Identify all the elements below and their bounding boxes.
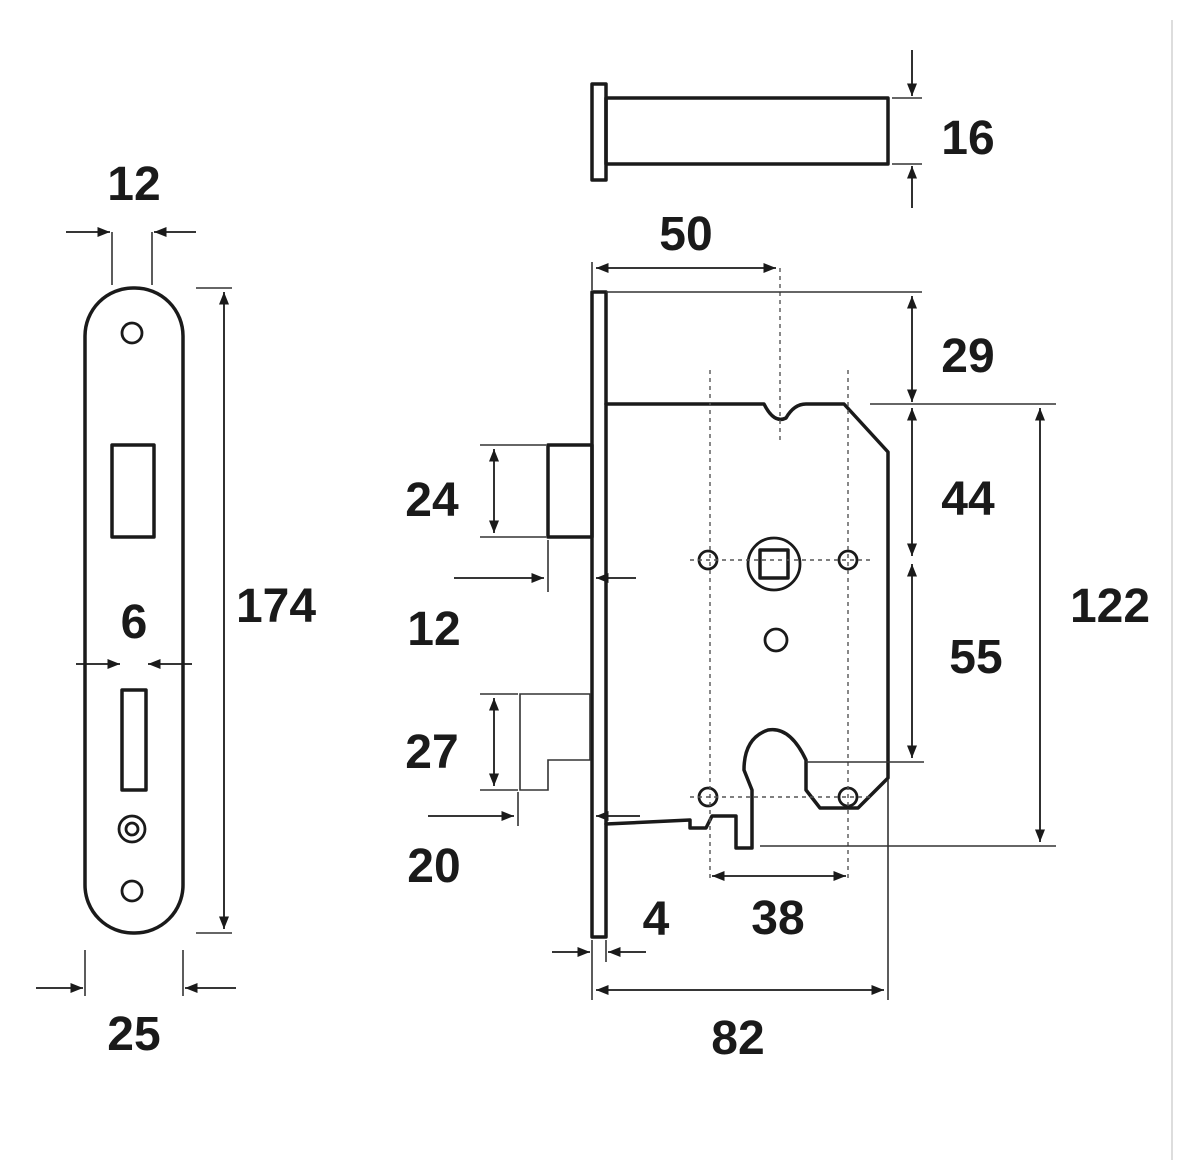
dim-case-depth: 82 xyxy=(711,1012,764,1065)
faceplate-bolt-opening xyxy=(120,688,148,792)
dim-fixing-spacing: 38 xyxy=(751,892,804,945)
faceplate-outline xyxy=(83,286,185,935)
dead-bolt xyxy=(519,693,591,791)
dim-bolt-projection: 20 xyxy=(407,840,460,893)
dim-center-to-cylinder: 55 xyxy=(949,631,1002,684)
dim-top-to-follower: 29 xyxy=(941,330,994,383)
dim-faceplate-width: 25 xyxy=(107,1008,160,1061)
dim-faceplate-height: 174 xyxy=(236,580,316,633)
dim-follower-to-center: 44 xyxy=(941,473,995,526)
dim-forend-thickness: 4 xyxy=(643,893,670,946)
follower-square xyxy=(758,548,790,580)
latch-bolt xyxy=(546,443,594,539)
dim-faceplate-hole-spacing: 12 xyxy=(107,158,160,211)
fixing-hole-upper-right xyxy=(837,549,859,571)
dim-latch-projection: 12 xyxy=(407,603,460,656)
lock-case-outline xyxy=(604,402,890,850)
faceplate-top-screw-hole xyxy=(120,321,144,345)
dim-spindle-diameter: 16 xyxy=(941,112,994,165)
dim-faceplate-slot-width: 6 xyxy=(121,596,148,649)
centre-hole xyxy=(763,627,789,653)
lock-body-view: 50 29 44 55 122 24 12 27 xyxy=(405,208,1150,1065)
follower-hub xyxy=(746,536,802,592)
faceplate-middle-screw-inner xyxy=(124,821,140,837)
dim-case-height: 122 xyxy=(1070,580,1150,633)
spindle-view: 16 xyxy=(590,50,995,208)
lock-forend xyxy=(590,290,608,939)
faceplate-view: 12 174 6 25 xyxy=(36,158,316,1061)
dim-bolt-height: 27 xyxy=(405,726,458,779)
spindle-body xyxy=(604,96,890,166)
faceplate-bottom-screw-hole xyxy=(120,879,144,903)
dim-latch-height: 24 xyxy=(405,474,459,527)
faceplate-latch-opening xyxy=(110,443,156,539)
spindle-head xyxy=(590,82,608,182)
dim-backset: 50 xyxy=(659,208,712,261)
